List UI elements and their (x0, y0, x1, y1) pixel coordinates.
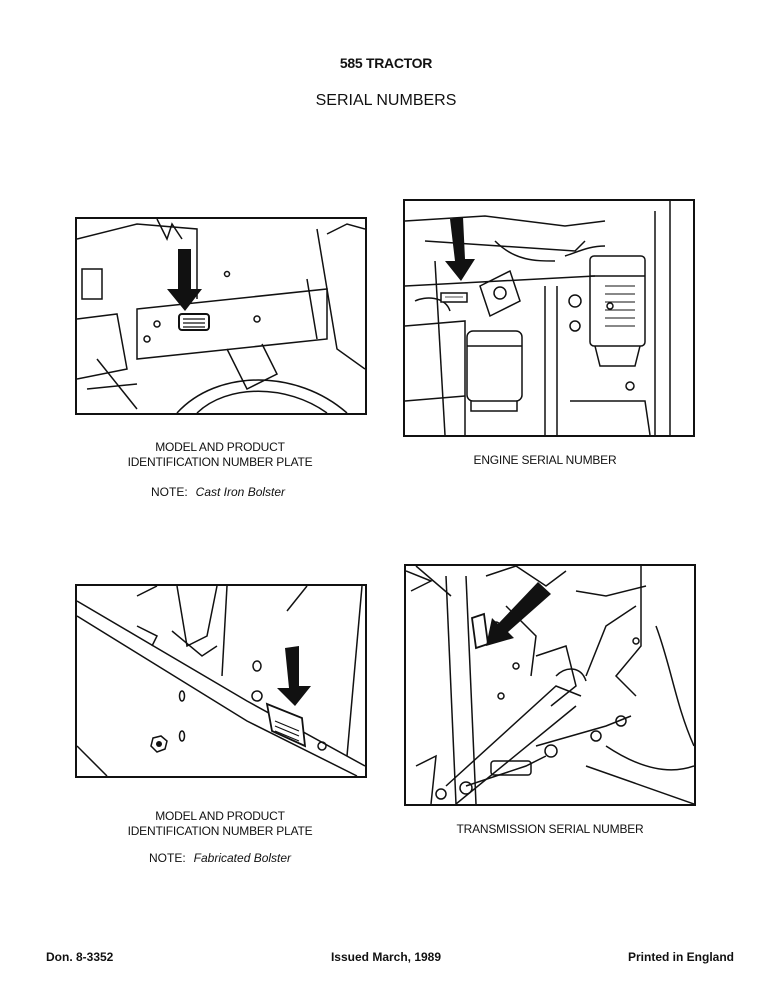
transmission-illustration (406, 566, 694, 804)
nut-centre (156, 741, 162, 747)
engine-number-plate-shape (440, 292, 468, 303)
caption-transmission: TRANSMISSION SERIAL NUMBER (420, 822, 680, 837)
note-label: NOTE: (151, 485, 188, 499)
arrow-down-icon (445, 217, 475, 281)
caption-line: MODEL AND PRODUCT (155, 809, 285, 823)
footer-printed: Printed in England (627, 950, 734, 964)
engine-illustration (405, 201, 671, 435)
caption-fabricated: MODEL AND PRODUCT IDENTIFICATION NUMBER … (100, 809, 340, 839)
cast-iron-bolster-illustration (77, 219, 365, 413)
page-title: 585 TRACTOR (339, 55, 433, 71)
arrow-down-icon (167, 249, 202, 311)
note-fabricated: NOTE: Fabricated Bolster (149, 851, 291, 865)
id-plate-shape (178, 313, 210, 331)
figure-cast-iron-bolster (75, 217, 367, 415)
footer-doc-number: Don. 8-3352 (46, 950, 114, 964)
figure-transmission (404, 564, 696, 806)
caption-line: TRANSMISSION SERIAL NUMBER (456, 822, 644, 836)
caption-line: IDENTIFICATION NUMBER PLATE (127, 455, 313, 469)
caption-engine: ENGINE SERIAL NUMBER (425, 453, 665, 468)
arrow-down-icon (277, 646, 311, 706)
caption-cast-iron: MODEL AND PRODUCT IDENTIFICATION NUMBER … (100, 440, 340, 470)
note-value: Fabricated Bolster (193, 851, 292, 865)
caption-line: IDENTIFICATION NUMBER PLATE (127, 824, 313, 838)
fabricated-bolster-illustration (77, 586, 365, 776)
page-subtitle: SERIAL NUMBERS (315, 92, 457, 109)
note-cast-iron: NOTE: Cast Iron Bolster (151, 485, 285, 499)
arrow-down-left-icon (486, 582, 551, 646)
transmission-number-plate-shape (471, 612, 489, 650)
footer-issued: Issued March, 1989 (330, 950, 442, 964)
caption-line: MODEL AND PRODUCT (155, 440, 285, 454)
figure-engine (403, 199, 695, 437)
note-value: Cast Iron Bolster (195, 485, 286, 499)
note-label: NOTE: (149, 851, 186, 865)
figure-fabricated-bolster (75, 584, 367, 778)
caption-line: ENGINE SERIAL NUMBER (473, 453, 617, 467)
